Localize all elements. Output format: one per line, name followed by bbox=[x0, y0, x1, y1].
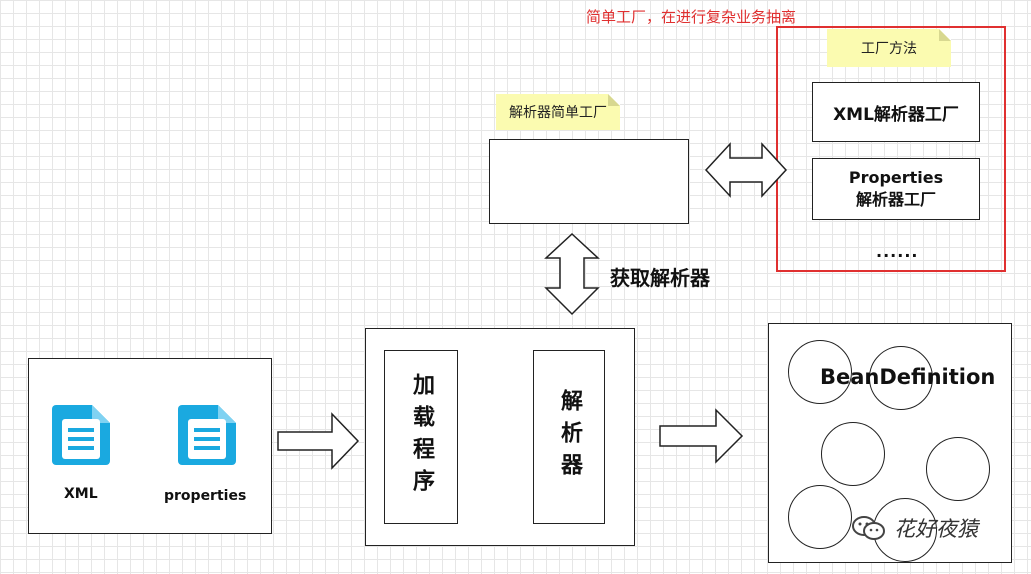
properties-file-icon bbox=[174, 401, 242, 469]
parser-label: 解析器 bbox=[557, 389, 582, 485]
bean-circle bbox=[926, 437, 990, 501]
factory-method-label: 工厂方法 bbox=[861, 41, 917, 57]
top-note: 简单工厂，在进行复杂业务抽离 bbox=[586, 8, 797, 26]
bean-circle bbox=[821, 422, 885, 486]
properties-parser-factory-box: Properties 解析器工厂 bbox=[812, 158, 980, 220]
factory-method-note: 工厂方法 bbox=[827, 29, 951, 67]
simple-factory-box bbox=[489, 139, 689, 224]
watermark: 花好夜猿 bbox=[852, 513, 978, 543]
xml-file-icon bbox=[48, 401, 116, 469]
xml-parser-factory-box: XML解析器工厂 bbox=[812, 82, 980, 142]
simple-factory-label: 解析器简单工厂 bbox=[509, 105, 607, 121]
parser-box: 解析器 bbox=[533, 350, 605, 524]
get-parser-label: 获取解析器 bbox=[610, 266, 710, 290]
double-arrow-horizontal bbox=[704, 142, 788, 198]
arrow-sources-to-loader bbox=[277, 412, 360, 470]
simple-factory-note: 解析器简单工厂 bbox=[496, 94, 620, 130]
properties-parser-factory-label: Properties 解析器工厂 bbox=[848, 168, 944, 209]
watermark-text: 花好夜猿 bbox=[894, 517, 978, 541]
output-label: BeanDefinition bbox=[820, 365, 996, 389]
wechat-icon bbox=[852, 515, 886, 541]
xml-parser-factory-label: XML解析器工厂 bbox=[833, 104, 959, 125]
bean-circle bbox=[788, 485, 852, 549]
properties-label: properties bbox=[164, 488, 247, 504]
more-factories-ellipsis: ...... bbox=[876, 242, 919, 261]
loader-box: 加载程序 bbox=[384, 350, 458, 524]
factory-method-frame bbox=[776, 26, 1006, 272]
bean-circle bbox=[869, 346, 933, 410]
bean-circle bbox=[788, 340, 852, 404]
arrow-to-output bbox=[659, 408, 744, 464]
double-arrow-vertical bbox=[544, 232, 600, 316]
xml-label: XML bbox=[64, 486, 98, 502]
loader-label: 加载程序 bbox=[409, 373, 434, 501]
